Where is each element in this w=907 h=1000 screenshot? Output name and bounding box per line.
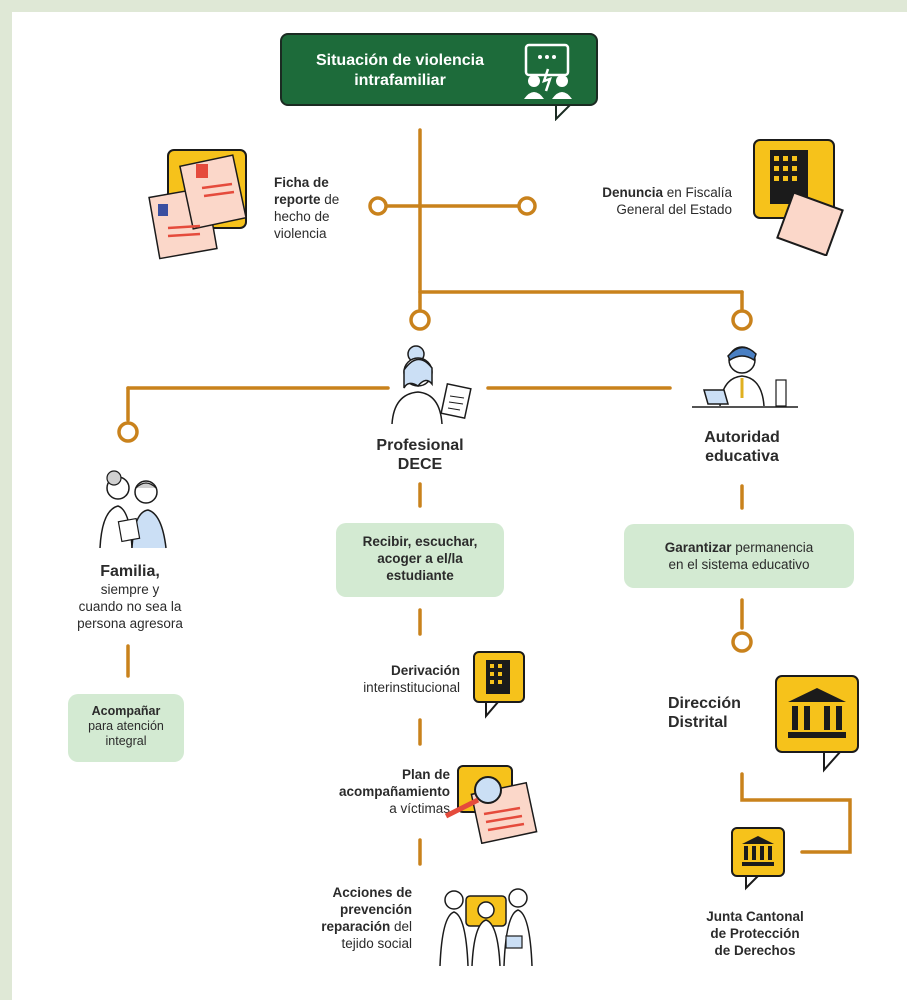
magnifier-documents-icon — [444, 765, 538, 844]
derivacion-bold: Derivación — [390, 663, 460, 678]
counselor-icon — [391, 345, 472, 425]
direccion-line1: Dirección — [668, 695, 741, 712]
acompanar-box: Acompañar para atención integral — [68, 694, 184, 762]
group-people-icon — [439, 888, 533, 967]
report-form-icon — [148, 149, 247, 260]
ficha-line4: violencia — [274, 226, 327, 241]
garantizar-line2: en el sistema educativo — [668, 557, 810, 572]
acciones-bold1: Acciones de — [332, 885, 412, 900]
garantizar-box: Garantizar permanencia en el sistema edu… — [624, 524, 854, 588]
dece-line2: DECE — [397, 456, 443, 473]
plan-line3: a víctimas — [389, 801, 450, 816]
dece-line1: Profesional — [376, 437, 464, 454]
acompanar-line3: integral — [105, 734, 147, 748]
familia-bold: Familia, — [100, 563, 160, 580]
denuncia-rest: en Fiscalía — [662, 185, 732, 200]
denuncia-line2: General del Estado — [616, 202, 732, 217]
recibir-line1: Recibir, escuchar, — [362, 534, 478, 549]
ficha-rest2: de — [320, 192, 340, 207]
institution-small-icon — [731, 827, 785, 891]
acciones-bold3: reparación — [321, 919, 391, 934]
plan-line2: acompañamiento — [338, 784, 450, 799]
junta-line1: Junta Cantonal — [706, 909, 804, 924]
familia-line3: cuando no sea la — [78, 599, 182, 614]
direccion-line2: Distrital — [668, 714, 728, 731]
acciones-rest3: del — [390, 919, 412, 934]
title-line1: Situación de violencia — [315, 52, 485, 69]
garantizar-rest: permanencia — [731, 540, 814, 555]
recibir-line3: estudiante — [386, 568, 454, 583]
recibir-line2: acoger a el/la — [377, 551, 463, 566]
junta-line2: de Protección — [710, 926, 800, 941]
ficha-line1: Ficha de — [274, 175, 329, 190]
autoridad-line2: educativa — [705, 448, 779, 465]
officer-laptop-icon — [692, 346, 798, 408]
garantizar-bold: Garantizar — [664, 540, 732, 555]
acompanar-line2: para atención — [88, 719, 164, 733]
junta-connector — [740, 772, 852, 854]
familia-line2: siempre y — [100, 582, 160, 597]
office-building-icon — [473, 651, 525, 719]
derivacion-line2: interinstitucional — [363, 680, 460, 695]
chat-people-icon — [524, 43, 573, 121]
ficha-bold2: reporte — [274, 192, 321, 207]
institution-icon — [775, 675, 859, 773]
title-box: Situación de violencia intrafamiliar — [280, 33, 598, 121]
acciones-bold2: prevención — [339, 902, 412, 917]
title-line2: intrafamiliar — [354, 72, 446, 89]
family-icon — [99, 470, 167, 549]
junta-line3: de Derechos — [714, 943, 796, 958]
acciones-line4: tejido social — [341, 936, 412, 951]
autoridad-line1: Autoridad — [704, 429, 780, 446]
plan-line1: Plan de — [401, 767, 450, 782]
denuncia-bold: Denuncia — [602, 185, 663, 200]
building-clipboard-icon — [753, 139, 844, 256]
familia-line4: persona agresora — [77, 616, 183, 631]
recibir-box: Recibir, escuchar, acoger a el/la estudi… — [336, 523, 504, 597]
ficha-line3: hecho de — [274, 209, 330, 224]
acompanar-bold: Acompañar — [91, 704, 161, 718]
